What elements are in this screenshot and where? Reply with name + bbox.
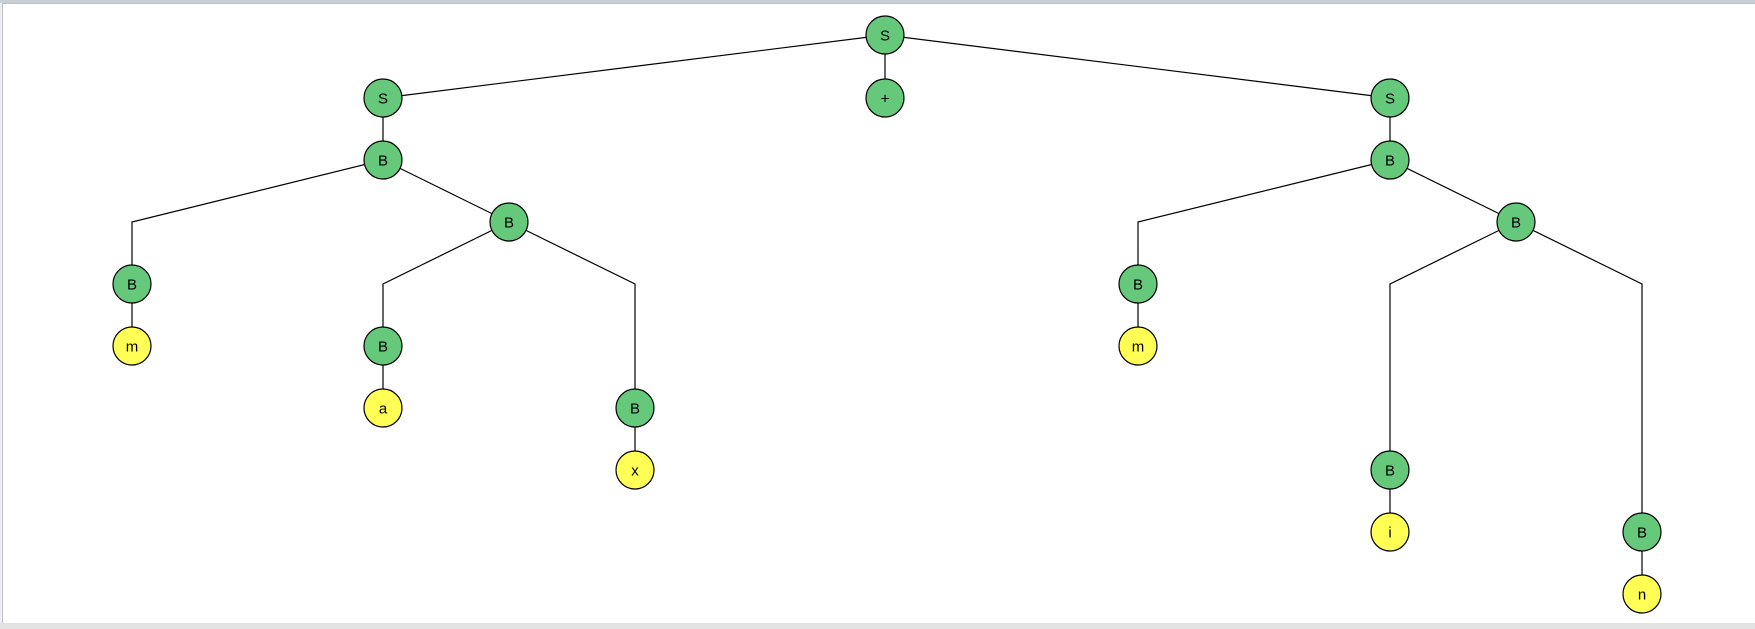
tree-edge [382, 34, 886, 99]
nonterminal-node: B [363, 140, 403, 180]
terminal-node: m [1118, 326, 1158, 366]
terminal-node-label: m [126, 339, 139, 356]
tree-edge [1515, 221, 1643, 532]
terminal-node: i [1370, 512, 1410, 552]
nonterminal-node-label: B [1511, 215, 1521, 232]
nonterminal-node-circle [363, 140, 403, 180]
nonterminal-node-label: B [1385, 153, 1395, 170]
tree-edge [1389, 221, 1517, 470]
nonterminal-node: B [1118, 264, 1158, 304]
tree-edge [131, 159, 384, 284]
edge-layer [131, 34, 1643, 594]
nonterminal-node-circle [1496, 202, 1536, 242]
nonterminal-node-label: B [1133, 277, 1143, 294]
nonterminal-node-circle [1118, 264, 1158, 304]
nonterminal-node: B [615, 388, 655, 428]
nonterminal-node-circle [489, 202, 529, 242]
nonterminal-node: S [363, 78, 403, 118]
tree-edge [1389, 159, 1517, 223]
bottom-border [0, 623, 1755, 629]
nonterminal-node-circle [1370, 140, 1410, 180]
nonterminal-node: S [865, 15, 905, 55]
nonterminal-node-label: B [378, 339, 388, 356]
nonterminal-node-label: B [504, 215, 514, 232]
terminal-node: n [1622, 574, 1662, 614]
nonterminal-node: + [865, 78, 905, 118]
tree-edge [382, 221, 510, 346]
tree-edge [508, 221, 636, 408]
nonterminal-node: B [1370, 140, 1410, 180]
nonterminal-node-label: B [127, 277, 137, 294]
nonterminal-node-label: S [880, 28, 890, 45]
nonterminal-node-circle [1370, 78, 1410, 118]
nonterminal-node-label: + [881, 91, 890, 108]
nonterminal-node: B [1370, 450, 1410, 490]
nonterminal-node: B [112, 264, 152, 304]
terminal-node-circle [615, 450, 655, 490]
terminal-node: x [615, 450, 655, 490]
nonterminal-node-circle [615, 388, 655, 428]
nonterminal-node-circle [363, 326, 403, 366]
terminal-node-circle [112, 326, 152, 366]
terminal-node-label: n [1638, 587, 1646, 604]
nonterminal-node-label: S [1385, 91, 1395, 108]
terminal-node-circle [363, 388, 403, 428]
terminal-node-circle [1622, 574, 1662, 614]
nonterminal-node: S [1370, 78, 1410, 118]
nonterminal-node-label: B [378, 153, 388, 170]
nonterminal-node-label: B [630, 401, 640, 418]
nonterminal-node-label: S [378, 91, 388, 108]
nonterminal-node: B [489, 202, 529, 242]
nonterminal-node-circle [1622, 512, 1662, 552]
nonterminal-node-circle [865, 78, 905, 118]
terminal-node-circle [1118, 326, 1158, 366]
nonterminal-node-circle [112, 264, 152, 304]
terminal-node: a [363, 388, 403, 428]
terminal-node-label: m [1132, 339, 1145, 356]
nonterminal-node-label: B [1637, 525, 1647, 542]
terminal-node-label: a [379, 401, 388, 418]
terminal-node-circle [1370, 512, 1410, 552]
terminal-node: m [112, 326, 152, 366]
nonterminal-node-circle [1370, 450, 1410, 490]
tree-edge [382, 159, 510, 223]
terminal-node-label: x [631, 463, 639, 480]
top-border [0, 0, 1755, 3]
nonterminal-node-circle [865, 15, 905, 55]
nonterminal-node: B [1496, 202, 1536, 242]
nonterminal-node-circle [363, 78, 403, 118]
nonterminal-node: B [363, 326, 403, 366]
terminal-node-label: i [1388, 525, 1391, 542]
nonterminal-node-label: B [1385, 463, 1395, 480]
nonterminal-node: B [1622, 512, 1662, 552]
tree-edge [1137, 159, 1391, 284]
tree-edge [884, 34, 1391, 99]
